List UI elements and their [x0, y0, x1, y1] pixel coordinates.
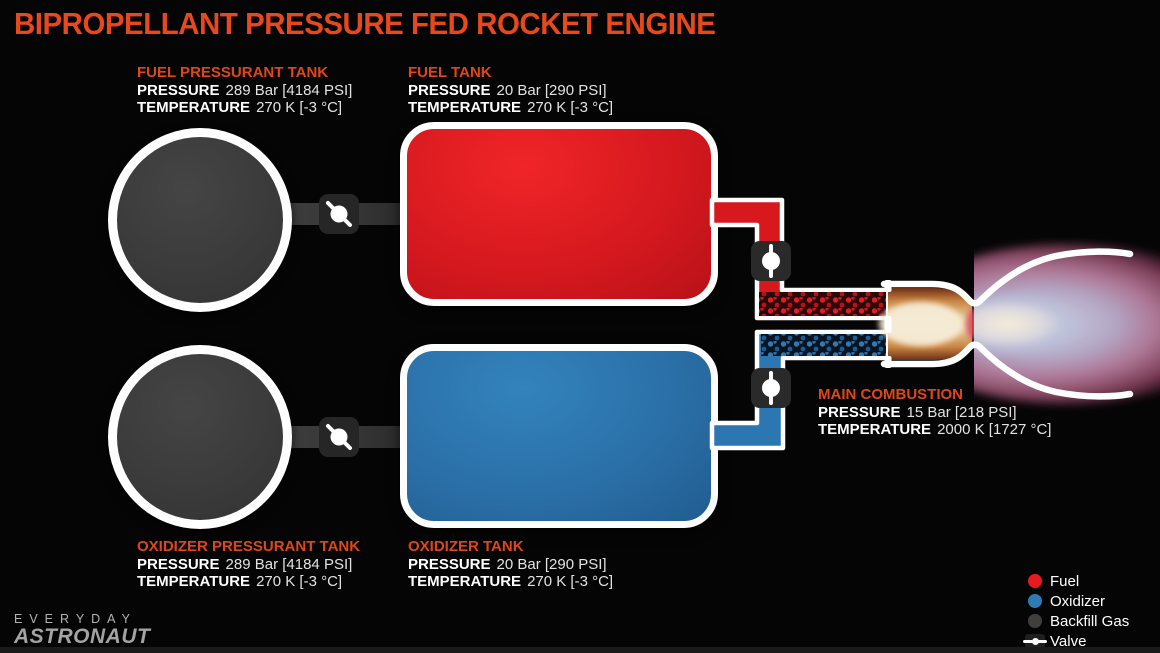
oxidizer-pressurant-tank [108, 345, 292, 529]
legend-item-valve: Valve [1023, 631, 1129, 651]
injector-face [884, 280, 892, 368]
main-combustion-label: MAIN COMBUSTION PRESSURE 15 Bar [218 PSI]… [818, 386, 1051, 439]
temperature-label: TEMPERATURE [408, 573, 522, 590]
fuel-swatch-icon [1028, 574, 1042, 588]
pressure-value: 15 Bar [218 PSI] [906, 403, 1017, 421]
legend-label: Oxidizer [1050, 592, 1106, 610]
pressure-label: PRESSURE [137, 81, 220, 99]
temperature-value: 270 K [-3 °C] [527, 99, 614, 116]
legend-item-fuel: Fuel [1028, 571, 1129, 591]
oxidizer-particle-flow [761, 334, 886, 356]
oxidizer-swatch-icon [1028, 594, 1042, 608]
legend-item-backfill-gas: Backfill Gas [1028, 611, 1129, 631]
temperature-label: TEMPERATURE [137, 573, 251, 590]
tank-name: OXIDIZER TANK [408, 538, 524, 555]
backfill-gas-swatch-icon [1028, 614, 1042, 628]
combustion-chamber [879, 288, 988, 360]
pressure-label: PRESSURE [818, 403, 901, 421]
temperature-label: TEMPERATURE [818, 421, 932, 438]
pressure-value: 289 Bar [4184 PSI] [225, 81, 353, 99]
oxidizer-pressurant-pipe [284, 426, 402, 448]
pressure-label: PRESSURE [408, 555, 491, 573]
fuel-pressurant-tank [108, 128, 292, 312]
pressure-label: PRESSURE [408, 81, 491, 99]
temperature-value: 270 K [-3 °C] [256, 573, 343, 590]
exhaust-plume [974, 244, 1160, 404]
everyday-astronaut-logo: EVERYDAY ASTRONAUT [14, 612, 150, 649]
temperature-value: 270 K [-3 °C] [527, 573, 614, 590]
valve-swatch-icon [1023, 633, 1047, 649]
tank-name: FUEL PRESSURANT TANK [137, 64, 329, 81]
legend: Fuel Oxidizer Backfill Gas Valve [1023, 571, 1129, 651]
bottom-strip [0, 647, 1160, 653]
fuel-pressurant-valve-icon [319, 194, 359, 234]
temperature-value: 270 K [-3 °C] [256, 99, 343, 116]
tank-name: MAIN COMBUSTION [818, 386, 963, 403]
fuel-particle-flow [759, 292, 886, 316]
fuel-feed-pipe [709, 197, 889, 321]
oxidizer-pressurant-tank-label: OXIDIZER PRESSURANT TANK PRESSURE 289 Bar… [137, 538, 360, 591]
legend-label: Fuel [1050, 572, 1080, 590]
fuel-tank [400, 122, 718, 306]
pressure-label: PRESSURE [137, 555, 220, 573]
fuel-tank-label: FUEL TANK PRESSURE 20 Bar [290 PSI] TEMPE… [408, 64, 613, 117]
legend-item-oxidizer: Oxidizer [1028, 591, 1129, 611]
page-title: BIPROPELLANT PRESSURE FED ROCKET ENGINE [14, 6, 716, 41]
tank-name: FUEL TANK [408, 64, 492, 81]
temperature-value: 2000 K [1727 °C] [937, 421, 1052, 438]
pressure-value: 20 Bar [290 PSI] [496, 555, 607, 573]
fuel-pressurant-tank-label: FUEL PRESSURANT TANK PRESSURE 289 Bar [41… [137, 64, 352, 117]
temperature-label: TEMPERATURE [408, 99, 522, 116]
logo-line2: ASTRONAUT [14, 625, 151, 648]
fuel-pressurant-pipe [284, 203, 402, 225]
oxidizer-tank-label: OXIDIZER TANK PRESSURE 20 Bar [290 PSI] T… [408, 538, 613, 591]
temperature-label: TEMPERATURE [137, 99, 251, 116]
pressure-value: 289 Bar [4184 PSI] [225, 555, 353, 573]
fuel-valve-icon [751, 241, 791, 281]
pressure-value: 20 Bar [290 PSI] [496, 81, 607, 99]
tank-name: OXIDIZER PRESSURANT TANK [137, 538, 361, 555]
logo-line1: EVERYDAY [14, 612, 137, 626]
nozzle-outline [880, 248, 1134, 400]
oxidizer-pressurant-valve-icon [319, 417, 359, 457]
legend-label: Backfill Gas [1050, 612, 1130, 630]
oxidizer-valve-icon [751, 368, 791, 408]
legend-label: Valve [1050, 632, 1087, 650]
oxidizer-tank [400, 344, 718, 528]
